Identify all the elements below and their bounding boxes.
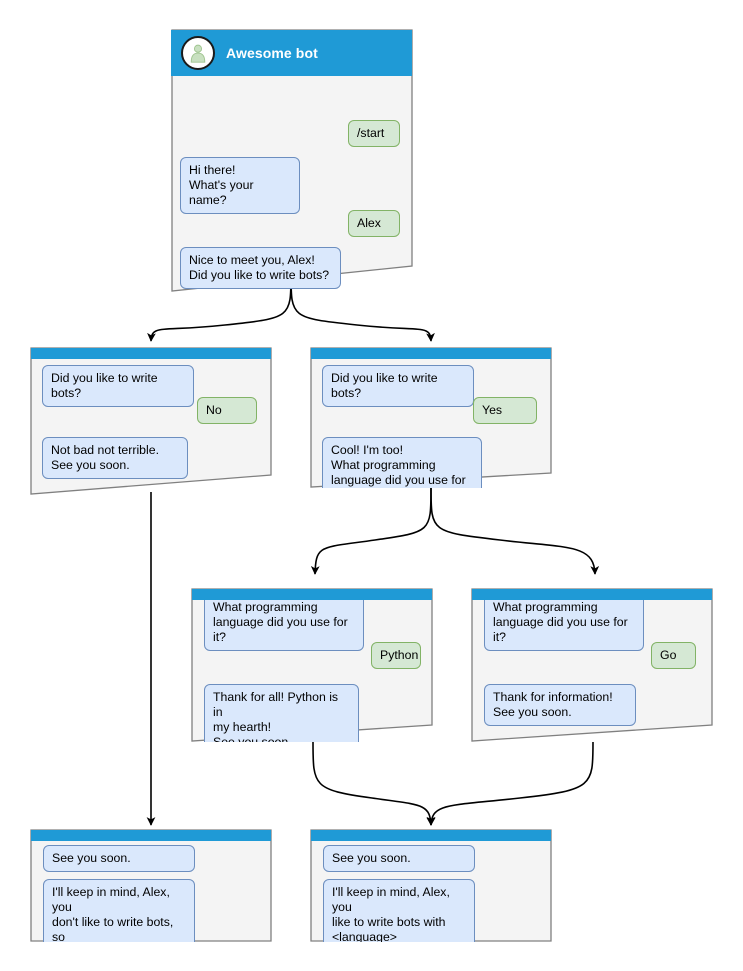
bot-message-bubble: I'll keep in mind, Alex, you like to wri… — [323, 879, 475, 942]
bot-message-bubble: Thank for all! Python is in my hearth! S… — [204, 684, 359, 742]
edge-yes-to-python — [310, 487, 432, 575]
message-list: Did you like to write bots? Yes Cool! I'… — [310, 359, 552, 488]
user-message-bubble: Go — [651, 642, 696, 669]
bot-message-bubble: What programming language did you use fo… — [484, 600, 644, 651]
card-header-bar — [31, 348, 271, 359]
card-header-bar — [192, 589, 432, 600]
card-header-bar: Awesome bot — [171, 30, 412, 76]
message-list: Did you like to write bots? No Not bad n… — [30, 359, 272, 495]
card-header-bar — [311, 348, 551, 359]
node-language-python-screen[interactable]: What programming language did you use fo… — [191, 588, 433, 742]
bot-message-bubble: See you soon. — [323, 845, 475, 872]
edge-yes-to-go — [430, 487, 600, 575]
message-list: See you soon. I'll keep in mind, Alex, y… — [310, 841, 552, 942]
user-message-bubble: No — [197, 397, 257, 424]
bot-message-bubble: Hi there! What's your name? — [180, 157, 300, 214]
node-answer-no-screen[interactable]: Did you like to write bots? No Not bad n… — [30, 347, 272, 495]
node-end-no-screen[interactable]: See you soon. I'll keep in mind, Alex, y… — [30, 829, 272, 942]
bot-message-bubble: Thank for information! See you soon. — [484, 684, 636, 726]
bot-message-bubble: See you soon. — [43, 845, 195, 872]
message-list: What programming language did you use fo… — [191, 600, 433, 742]
edge-python-to-end-yes — [312, 741, 436, 826]
node-start-screen[interactable]: Awesome bot /start Hi there! What's your… — [170, 29, 413, 292]
node-language-go-screen[interactable]: What programming language did you use fo… — [471, 588, 713, 742]
bot-message-bubble: Nice to meet you, Alex! Did you like to … — [180, 247, 341, 289]
message-list: See you soon. I'll keep in mind, Alex, y… — [30, 841, 272, 942]
card-header-bar — [472, 589, 712, 600]
bot-message-bubble: Did you like to write bots? — [42, 365, 194, 407]
card-header-bar — [311, 830, 551, 841]
node-end-yes-screen[interactable]: See you soon. I'll keep in mind, Alex, y… — [310, 829, 552, 942]
user-message-bubble: Yes — [473, 397, 537, 424]
message-list: What programming language did you use fo… — [471, 600, 713, 742]
bot-message-bubble: Did you like to write bots? — [322, 365, 474, 407]
edge-go-to-end-yes — [426, 741, 594, 826]
user-message-bubble: Python — [371, 642, 421, 669]
bot-title: Awesome bot — [226, 45, 318, 61]
bot-message-bubble: What programming language did you use fo… — [204, 600, 364, 651]
user-message-bubble: /start — [348, 120, 400, 147]
message-list: /start Hi there! What's your name? Alex … — [170, 76, 413, 292]
bot-message-bubble: Cool! I'm too! What programming language… — [322, 437, 482, 488]
node-answer-yes-screen[interactable]: Did you like to write bots? Yes Cool! I'… — [310, 347, 552, 488]
bot-message-bubble: I'll keep in mind, Alex, you don't like … — [43, 879, 195, 942]
user-message-bubble: Alex — [348, 210, 400, 237]
bot-message-bubble: Not bad not terrible. See you soon. — [42, 437, 188, 479]
card-header-bar — [31, 830, 271, 841]
person-avatar-icon — [181, 36, 215, 70]
